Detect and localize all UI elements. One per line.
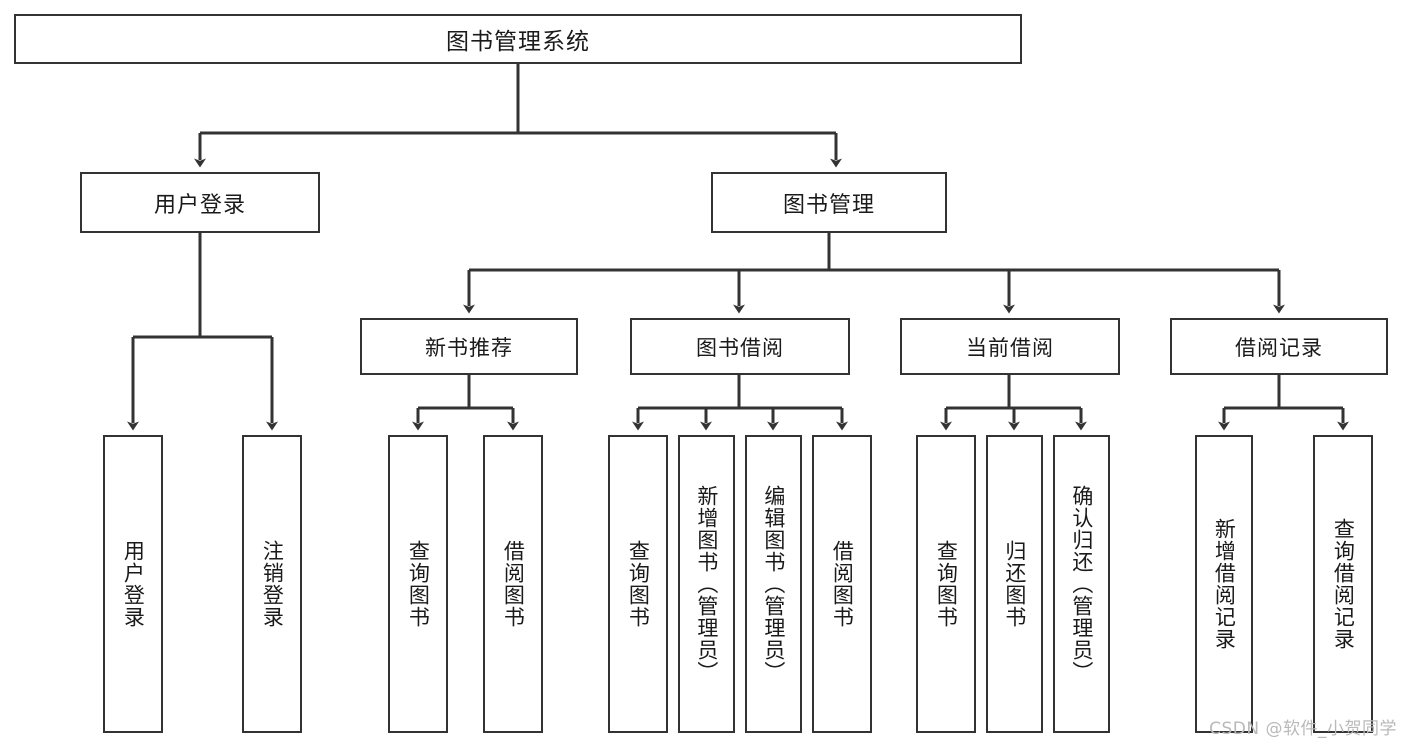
node-book-borrow[interactable]: 图书借阅 bbox=[630, 318, 850, 375]
leaf-add-borrow-record[interactable]: 新增借阅记录 bbox=[1195, 435, 1253, 733]
leaf-edit-book-admin-label: 编辑图书（管理员） bbox=[761, 485, 786, 683]
leaf-query-borrow-record[interactable]: 查询借阅记录 bbox=[1313, 435, 1373, 733]
node-book-borrow-label: 图书借阅 bbox=[696, 335, 784, 360]
leaf-borrow-book-new[interactable]: 借阅图书 bbox=[483, 435, 543, 733]
node-user-login-label: 用户登录 bbox=[153, 192, 246, 218]
leaf-user-login-label: 用户登录 bbox=[121, 540, 146, 628]
node-borrow-records[interactable]: 借阅记录 bbox=[1170, 318, 1388, 375]
node-root-label: 图书管理系统 bbox=[446, 29, 590, 55]
leaf-borrow-book-label: 借阅图书 bbox=[830, 540, 855, 628]
leaf-user-login[interactable]: 用户登录 bbox=[103, 435, 163, 733]
node-new-book-recommend[interactable]: 新书推荐 bbox=[360, 318, 578, 375]
node-borrow-records-label: 借阅记录 bbox=[1235, 335, 1323, 360]
leaf-return-book[interactable]: 归还图书 bbox=[986, 435, 1043, 733]
node-user-login[interactable]: 用户登录 bbox=[80, 172, 320, 233]
leaf-return-book-label: 归还图书 bbox=[1002, 540, 1027, 628]
node-current-borrow[interactable]: 当前借阅 bbox=[900, 318, 1120, 375]
leaf-borrow-book-new-label: 借阅图书 bbox=[501, 540, 526, 628]
watermark: CSDN @软件_小贺同学 bbox=[1209, 719, 1397, 739]
leaf-confirm-return-admin[interactable]: 确认归还（管理员） bbox=[1053, 435, 1110, 733]
leaf-query-book-current[interactable]: 查询图书 bbox=[916, 435, 976, 733]
node-book-management-label: 图书管理 bbox=[782, 192, 875, 218]
leaf-add-borrow-record-label: 新增借阅记录 bbox=[1212, 518, 1237, 650]
leaf-logout[interactable]: 注销登录 bbox=[242, 435, 302, 733]
leaf-add-book-admin[interactable]: 新增图书（管理员） bbox=[678, 435, 735, 733]
leaf-query-book-borrow-label: 查询图书 bbox=[626, 540, 651, 628]
leaf-query-book-borrow[interactable]: 查询图书 bbox=[608, 435, 668, 733]
leaf-query-book-current-label: 查询图书 bbox=[934, 540, 959, 628]
leaf-query-book-new[interactable]: 查询图书 bbox=[388, 435, 448, 733]
leaf-query-book-new-label: 查询图书 bbox=[406, 540, 431, 628]
leaf-add-book-admin-label: 新增图书（管理员） bbox=[694, 485, 719, 683]
leaf-confirm-return-admin-label: 确认归还（管理员） bbox=[1069, 485, 1094, 683]
node-root[interactable]: 图书管理系统 bbox=[14, 14, 1022, 64]
leaf-borrow-book[interactable]: 借阅图书 bbox=[812, 435, 872, 733]
node-book-management[interactable]: 图书管理 bbox=[711, 172, 947, 233]
leaf-query-borrow-record-label: 查询借阅记录 bbox=[1331, 518, 1356, 650]
leaf-logout-label: 注销登录 bbox=[260, 540, 285, 628]
leaf-edit-book-admin[interactable]: 编辑图书（管理员） bbox=[745, 435, 802, 733]
node-new-book-recommend-label: 新书推荐 bbox=[425, 335, 513, 360]
node-current-borrow-label: 当前借阅 bbox=[966, 335, 1054, 360]
